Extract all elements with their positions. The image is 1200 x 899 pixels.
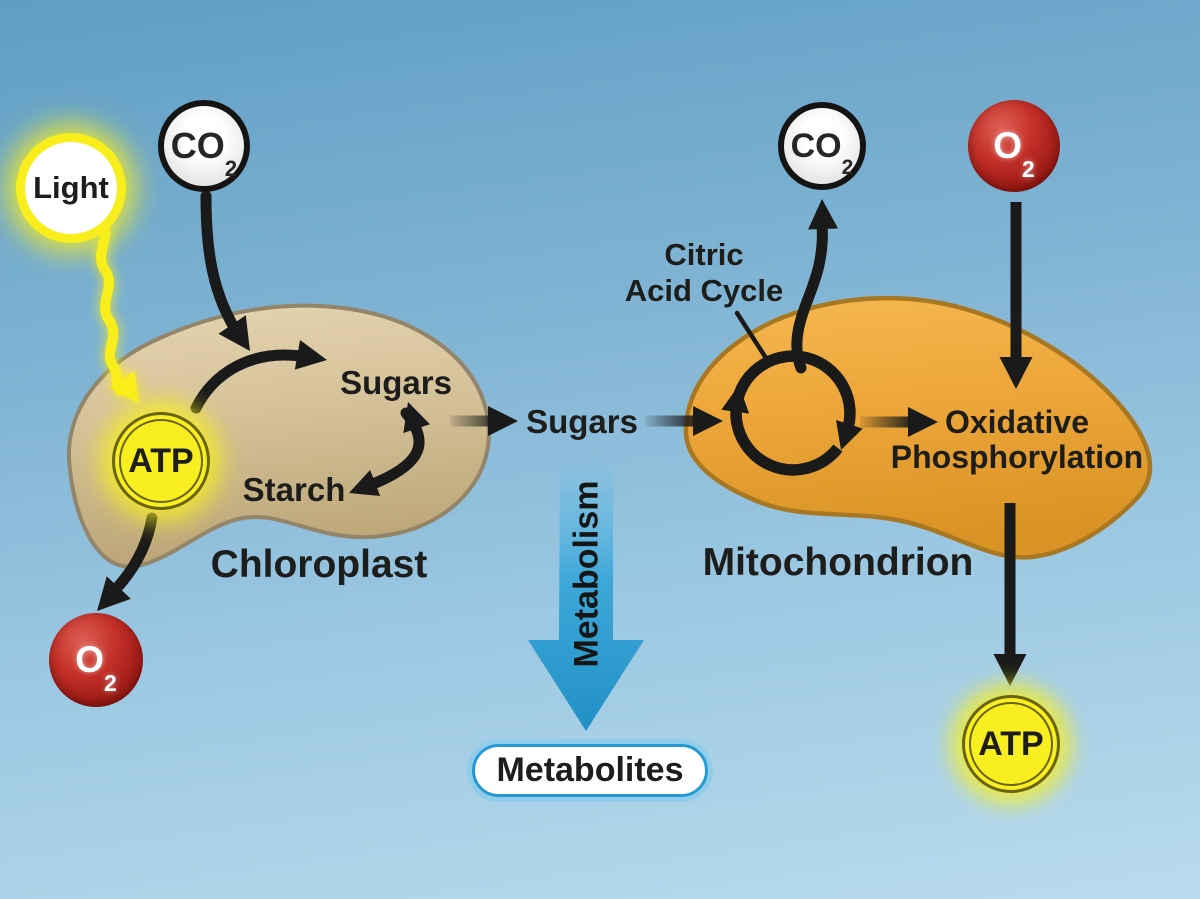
metabolites-label: Metabolites	[496, 751, 684, 789]
light-bolt-icon	[96, 216, 139, 404]
o2-left-circle: O2	[49, 613, 143, 707]
mitochondrion-label: Mitochondrion	[702, 541, 974, 584]
o2-left-label: O2	[75, 639, 117, 696]
co2-into-chloroplast-arrow	[200, 190, 246, 343]
sugars-intermediate-label: Sugars	[526, 403, 638, 440]
citric-acid-cycle-label: Citric Acid Cycle	[624, 237, 784, 308]
metabolism-label: Metabolism	[567, 480, 606, 668]
co2-left-label: CO2	[170, 125, 238, 182]
co2-left-circle: CO2	[158, 100, 250, 192]
light-source-circle: Light	[25, 142, 117, 234]
atp-ring	[969, 702, 1053, 786]
metabolites-pill: Metabolites	[472, 744, 708, 797]
citric-label-pointer-line	[734, 310, 769, 361]
sugars-chloroplast-label: Sugars	[340, 364, 452, 401]
atp-right-circle: ATP	[962, 695, 1060, 793]
light-label: Light	[33, 170, 109, 205]
chloroplast-label: Chloroplast	[210, 543, 428, 586]
atp-left-circle: ATP	[112, 412, 210, 510]
atp-ring	[119, 419, 203, 503]
co2-right-label: CO2	[790, 126, 854, 179]
starch-label: Starch	[242, 471, 346, 508]
atp-to-sugars-arrow	[190, 349, 306, 414]
o2-right-circle: O2	[968, 100, 1060, 192]
o2-right-label: O2	[993, 125, 1035, 182]
co2-right-circle: CO2	[778, 102, 866, 190]
arrowheads	[97, 199, 1033, 686]
oxidative-phosphorylation-label: Oxidative Phosphorylation	[890, 404, 1144, 475]
citric-acid-cycle-icon	[730, 350, 856, 476]
metabolism-arrow	[528, 452, 644, 731]
